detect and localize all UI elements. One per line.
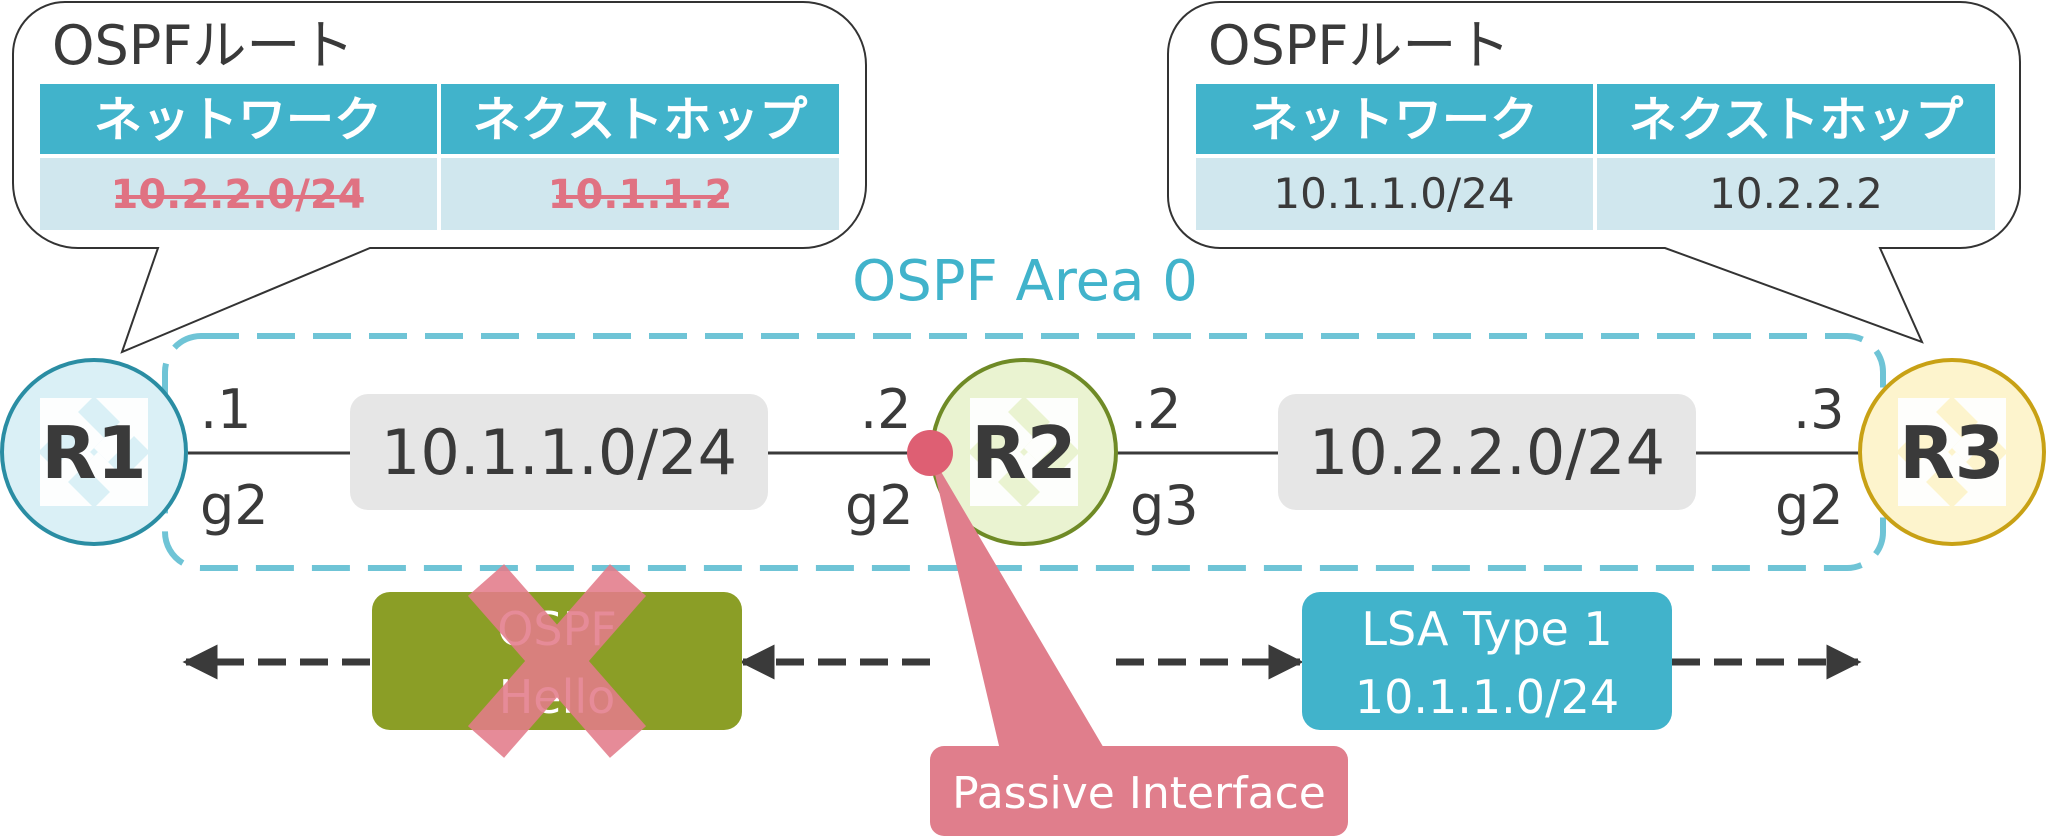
r2-left-address-label: .2 [860,378,912,441]
r1-col-nexthop-label: ネクストホップ [473,92,808,148]
r1-interface-label: g2 [200,474,269,537]
passive-interface-dot [907,430,953,476]
area-label: OSPF Area 0 [852,249,1198,314]
router-r2[interactable]: R2 [930,358,1118,546]
lsa-line1: LSA Type 1 [1361,602,1612,656]
lsa-box [1302,592,1672,730]
r1-address-label: .1 [200,378,252,441]
r3-table-header-network [1196,84,1593,154]
r3-interface-label: g2 [1775,474,1844,537]
r3-table-cell-network [1196,158,1593,230]
r3-table-cell-nexthop [1597,158,1995,230]
passive-interface-label: Passive Interface [952,768,1326,819]
r2-right-address-label: .2 [1130,378,1182,441]
r1-col-network-label: ネットワーク [94,92,382,148]
ospf-hello-blocked: OSPF Hello [372,564,742,758]
router-r3[interactable]: R3 [1858,358,2046,546]
passive-interface-pointer [930,453,1105,750]
r3-route-network: 10.1.1.0/24 [1273,169,1514,218]
router-r1-label: R1 [41,411,147,495]
r1-table-cell-nexthop [441,158,839,230]
r3-route-callout: OSPFルート ネットワーク ネクストホップ 10.1.1.0/24 10.2.… [1167,0,2021,344]
r1-route-callout: OSPFルート ネットワーク ネクストホップ 10.2.2.0/24 10.1.… [12,0,867,354]
r1-table-title: OSPFルート [52,14,354,77]
r3-table-title: OSPFルート [1208,14,1510,77]
router-arrows-icon [1898,398,2006,506]
r3-col-nexthop-label: ネクストホップ [1629,92,1964,148]
blocked-x-icon [467,564,647,758]
r1-table-header-network [40,84,437,154]
router-r3-label: R3 [1899,411,2005,495]
router-arrows-icon [970,398,1078,506]
r1-table-cell-network [40,158,437,230]
lsa-line2: 10.1.1.0/24 [1355,670,1619,724]
r3-route-nexthop: 10.2.2.2 [1709,169,1883,218]
lsa-type1: LSA Type 1 10.1.1.0/24 [1302,592,1672,730]
r1-table-header-nexthop [441,84,839,154]
router-arrows-icon [40,398,148,506]
r3-address-label: .3 [1793,378,1845,441]
r3-table-header-nexthop [1597,84,1995,154]
subnet-box-right [1278,394,1696,510]
router-r2-label: R2 [971,411,1077,495]
r2-left-interface-label: g2 [845,474,914,537]
passive-interface-badge [930,746,1348,836]
router-r1[interactable]: R1 [0,358,188,546]
r2-right-interface-label: g3 [1130,474,1199,537]
r3-col-network-label: ネットワーク [1250,92,1538,148]
subnet-label-right: 10.2.2.0/24 [1309,416,1665,489]
subnet-box-left [350,394,768,510]
subnet-label-left: 10.1.1.0/24 [381,416,737,489]
